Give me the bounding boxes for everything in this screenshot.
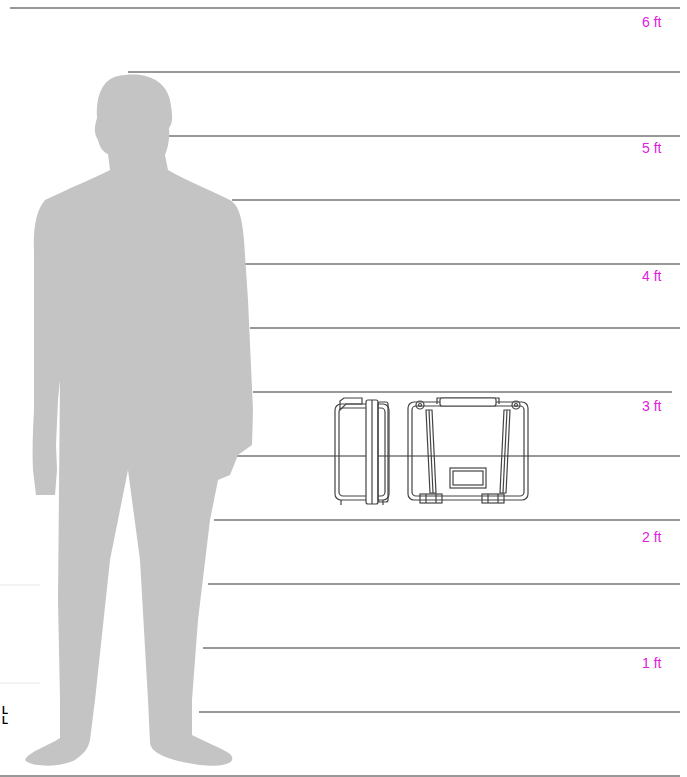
height-label: 2 ft xyxy=(642,530,661,544)
edge-letter: L xyxy=(2,716,8,726)
height-label: 3 ft xyxy=(642,399,661,413)
height-label: 1 ft xyxy=(642,656,661,670)
height-label: 4 ft xyxy=(642,269,661,283)
case-front-view xyxy=(408,398,528,503)
case-side-view xyxy=(335,398,389,505)
height-label: 5 ft xyxy=(642,141,661,155)
height-lines xyxy=(0,8,680,776)
edge-letter: L xyxy=(2,706,8,716)
person-silhouette xyxy=(25,74,253,765)
height-label: 6 ft xyxy=(642,15,661,29)
